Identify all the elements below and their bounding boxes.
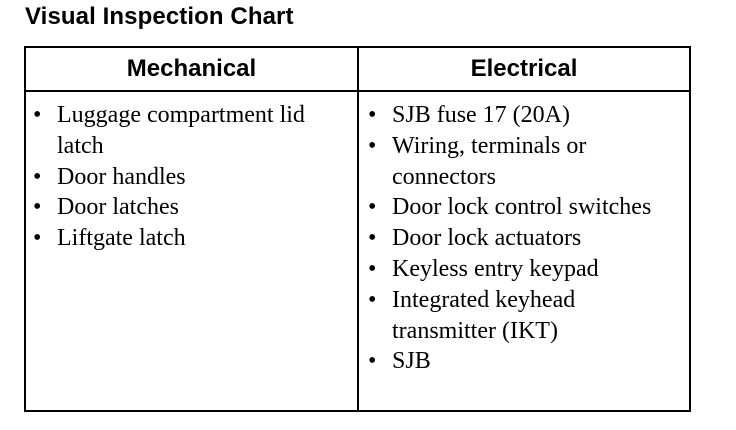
list-item: Integrated keyhead transmitter (IKT): [368, 285, 684, 347]
mechanical-item-list: Luggage compartment lid latch Door handl…: [33, 100, 351, 254]
list-item: Door latches: [33, 192, 351, 223]
list-item: Liftgate latch: [33, 223, 351, 254]
mechanical-column-header: Mechanical: [126, 55, 257, 82]
list-item: Wiring, terminals or connectors: [368, 131, 684, 193]
page-title: Visual Inspection Chart: [25, 3, 294, 30]
list-item: Luggage compartment lid latch: [33, 100, 351, 162]
list-item: SJB fuse 17 (20A): [368, 100, 684, 131]
list-item: Door handles: [33, 162, 351, 193]
inspection-table: Mechanical Electrical Luggage compartmen…: [24, 46, 691, 412]
list-item: Keyless entry keypad: [368, 254, 684, 285]
electrical-item-list: SJB fuse 17 (20A) Wiring, terminals or c…: [368, 100, 684, 377]
list-item: SJB: [368, 346, 684, 377]
header-divider: [26, 90, 689, 92]
list-item: Door lock control switches: [368, 192, 684, 223]
list-item: Door lock actuators: [368, 223, 684, 254]
electrical-column-header: Electrical: [470, 55, 578, 82]
column-divider: [357, 48, 359, 410]
